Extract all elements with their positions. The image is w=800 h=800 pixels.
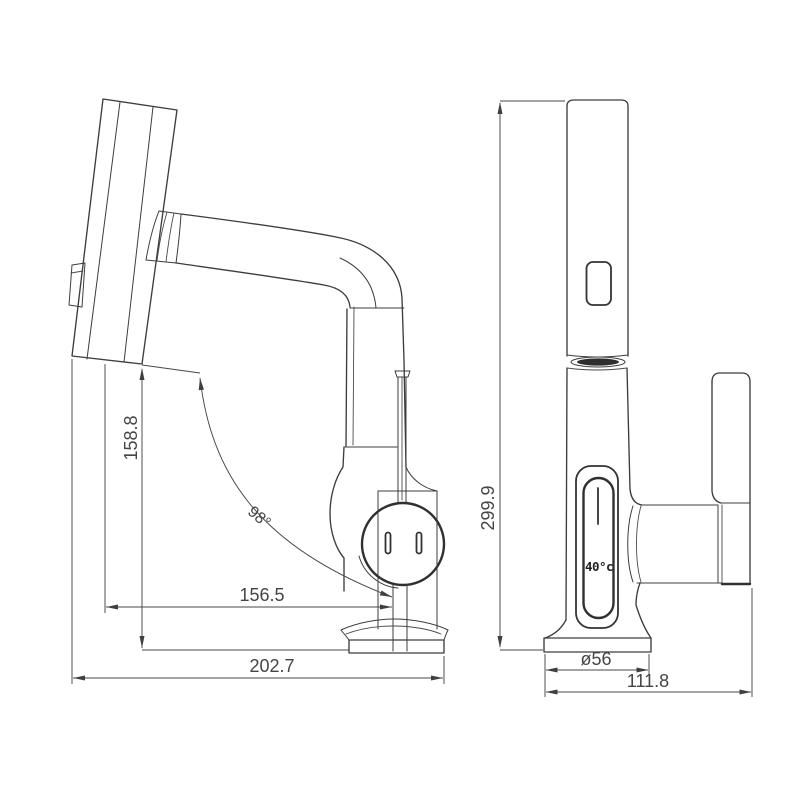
spout-arm (175, 213, 407, 468)
front-view-drawing: 40°c (543, 99, 752, 653)
arrowhead-up (497, 102, 503, 114)
dimension-swivel-angle: 98° (141, 364, 393, 598)
aerator-ring (570, 356, 626, 368)
dimension-spout-height: 158.8 (121, 368, 349, 651)
front-view-base (543, 637, 652, 653)
arrowhead-right (636, 667, 649, 673)
front-view-dimensions: 299.9 ø56 111.8 (478, 100, 753, 697)
angle-arc (199, 377, 393, 598)
valve-joint-curve (627, 505, 634, 583)
handle-lever-left-edge (711, 381, 722, 504)
aerator-mesh (577, 358, 619, 366)
temperature-display: 40°c (575, 465, 619, 629)
collar-outline (145, 210, 182, 264)
side-view-drawing (68, 98, 449, 654)
body-neck-curve (329, 446, 345, 592)
base-flange-curve (340, 618, 449, 631)
dimension-overall-height: 299.9 (478, 100, 565, 651)
sensor-window (585, 261, 612, 306)
side-view-base (340, 618, 449, 654)
arrowhead-right (380, 604, 392, 610)
arrowhead-left (73, 675, 85, 681)
dim-label-overall-width: 111.8 (627, 671, 669, 691)
spout-head-edge-line (123, 106, 154, 363)
knob-slot (415, 531, 423, 555)
handle-lever-outline (711, 372, 751, 585)
dim-label-spout-height: 158.8 (121, 415, 141, 460)
collar-line (165, 212, 175, 263)
base-flange-side (340, 629, 350, 641)
base-block (348, 639, 445, 654)
dim-label-overall-depth: 202.7 (249, 656, 294, 676)
body-right-step (405, 466, 438, 492)
spout-clip-button (68, 262, 86, 308)
valve-joint-curve (636, 505, 642, 583)
knob-slot (384, 531, 392, 555)
body-right-flare (635, 582, 652, 639)
arrowhead-right (739, 689, 752, 695)
dimension-overall-depth: 202.7 (71, 359, 445, 684)
front-handle (627, 372, 752, 586)
handle-lever-rod (394, 370, 411, 505)
arm-upper-edge (180, 213, 407, 468)
arm-inner-arc (339, 257, 377, 309)
dim-label-base-diameter: ø56 (580, 649, 611, 669)
arrowhead-left (106, 604, 118, 610)
collar-line (156, 211, 168, 262)
dimension-base-diameter: ø56 (544, 649, 650, 697)
body-right-edge (626, 367, 643, 506)
arrowhead-arc-top (198, 378, 204, 391)
dimension-spout-reach: 156.5 (104, 364, 392, 613)
display-temperature-readout: 40°c (585, 559, 613, 574)
body-left-edge (565, 367, 568, 621)
rod-top-cap (394, 370, 411, 378)
dim-label-spout-reach: 156.5 (239, 585, 284, 605)
dim-label-swivel-angle: 98° (244, 503, 273, 532)
swivel-joint-knob (358, 501, 446, 652)
front-body (544, 367, 652, 639)
arm-lower-edge (175, 262, 351, 308)
display-window-frame (575, 465, 619, 629)
base-flange-inner (345, 625, 442, 635)
knob-circle (360, 501, 446, 587)
arrowhead-left (545, 689, 558, 695)
arrowhead-left (545, 667, 558, 673)
spout-clip-inner-line (70, 270, 84, 274)
spout-head-edge-line (86, 101, 121, 360)
arrowhead-arc-bottom (379, 590, 392, 597)
spout-head (68, 98, 178, 365)
arrowhead-right (431, 675, 443, 681)
dimension-overall-width: 111.8 (545, 588, 753, 697)
angle-reference-edge (141, 364, 201, 374)
spout-column (566, 99, 629, 371)
side-view-dimensions: 158.8 98° 156.5 202.7 (71, 359, 445, 684)
display-slot (582, 476, 615, 620)
arrowhead-up (139, 368, 145, 380)
base-flange-side (443, 629, 449, 641)
aerator-band-bottom (566, 367, 628, 371)
base-plate (543, 637, 652, 653)
body-left-flare (544, 619, 567, 639)
valve-body (329, 306, 438, 630)
arrowhead-down (139, 636, 145, 648)
body-inner-line (352, 306, 355, 446)
arrowhead-down (497, 636, 503, 648)
column-outline (566, 99, 629, 357)
body-left-edge (345, 308, 348, 447)
spout-head-outline (71, 98, 178, 365)
spout-collar (145, 210, 182, 264)
dim-label-overall-height: 299.9 (478, 485, 498, 530)
